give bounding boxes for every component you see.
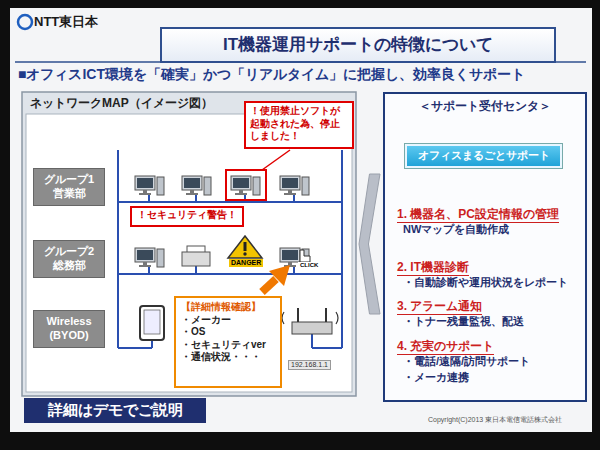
node-text: ・セキュリティver xyxy=(181,339,275,352)
map-area xyxy=(26,114,352,392)
title-box: IT機器運用サポートの特徴について xyxy=(160,27,556,63)
node-text: グループ1 営業部 xyxy=(36,173,102,201)
node-text: 1. 機器名、PC設定情報の管理 xyxy=(397,207,559,223)
node-text: ・電話/遠隔/訪問サポート xyxy=(403,355,530,368)
node-text: Wireless (BYOD) xyxy=(36,315,102,343)
service-button: オフィスまるごとサポート xyxy=(405,144,562,168)
support-center-panel: ＜サポート受付センタ＞ 1. 機器名、PC設定情報の管理NWマップを自動作成 2. … xyxy=(383,92,587,402)
ntt-logo-mark xyxy=(18,15,32,29)
detail-box: 【詳細情報確認】・メーカー・OS・セキュリティver・通信状況・・・ xyxy=(174,296,282,388)
node-text: 2. IT機器診断 xyxy=(397,260,469,276)
window-frame xyxy=(22,92,356,396)
security-callout: ！セキュリティ警告！ xyxy=(130,206,244,227)
slide-ground xyxy=(10,8,592,432)
node-text: ・メーカ連携 xyxy=(403,371,469,384)
group-label: グループ2 総務部 xyxy=(33,240,105,278)
node-text: 【詳細情報確認】 xyxy=(181,301,275,314)
node-text: IT機器運用サポートの特徴について xyxy=(223,34,493,55)
demo-note-box: 詳細はデモでご説明 xyxy=(24,398,206,423)
node-text: ・OS xyxy=(181,326,275,339)
node-text: ！使用禁止ソフトが起動された為、停止しました！ xyxy=(250,105,348,143)
copyright: Copyright(C)2013 東日本電信電話株式会社 xyxy=(428,416,562,424)
node-text: ネットワークMAP（イメージ図） xyxy=(30,96,213,110)
ip-address-label: 192.168.1.1 xyxy=(288,360,331,370)
printer-icon xyxy=(182,246,210,266)
node-text: 詳細はデモでご説明 xyxy=(48,401,183,420)
node-text: 3. アラーム通知 xyxy=(397,299,482,315)
pc-icon xyxy=(231,176,260,195)
company-logo-text: NTT東日本 xyxy=(34,14,98,30)
tablet-icon xyxy=(140,306,164,340)
node-text: ＜サポート受付センタ＞ xyxy=(385,100,585,114)
danger-label: DANGER xyxy=(229,259,263,267)
group-label: Wireless (BYOD) xyxy=(33,310,105,348)
node-text: オフィスまるごとサポート xyxy=(418,149,550,163)
group-label: グループ1 営業部 xyxy=(33,168,105,206)
pc-icon xyxy=(182,176,211,195)
chevron-arrow xyxy=(359,174,380,314)
node-text: ・通信状況・・・ xyxy=(181,351,275,364)
alert-highlight xyxy=(226,170,266,200)
subtitle: ■オフィスICT環境を「確実」かつ「リアルタイム」に把握し、効率良くサポート xyxy=(18,66,525,83)
warning-sign xyxy=(228,236,262,258)
network-lines xyxy=(118,150,342,348)
callout-leader xyxy=(262,150,290,170)
node-text: グループ2 総務部 xyxy=(36,245,102,273)
pc-icon xyxy=(135,176,164,195)
node-text: ・トナー残量監視、配送 xyxy=(403,315,524,328)
router-icon xyxy=(282,308,338,334)
node-text: 4. 充実のサポート xyxy=(397,339,494,355)
network-map-window: ネットワークMAP（イメージ図） ！使用禁止ソフトが起動された為、停止しました！ グ… xyxy=(22,92,356,396)
hand-pointer xyxy=(300,250,310,262)
node-text: ！セキュリティ警告！ xyxy=(136,209,238,222)
click-label: CLICK xyxy=(298,262,320,269)
pc-icon xyxy=(280,176,309,195)
alert-callout: ！使用禁止ソフトが起動された為、停止しました！ xyxy=(244,101,354,149)
node-text: ・自動診断や運用状況をレポート xyxy=(403,276,568,289)
pc-icon xyxy=(135,248,164,267)
node-text: NWマップを自動作成 xyxy=(403,223,509,236)
pointer-arrow xyxy=(262,265,290,292)
node-text: ・メーカー xyxy=(181,314,275,327)
